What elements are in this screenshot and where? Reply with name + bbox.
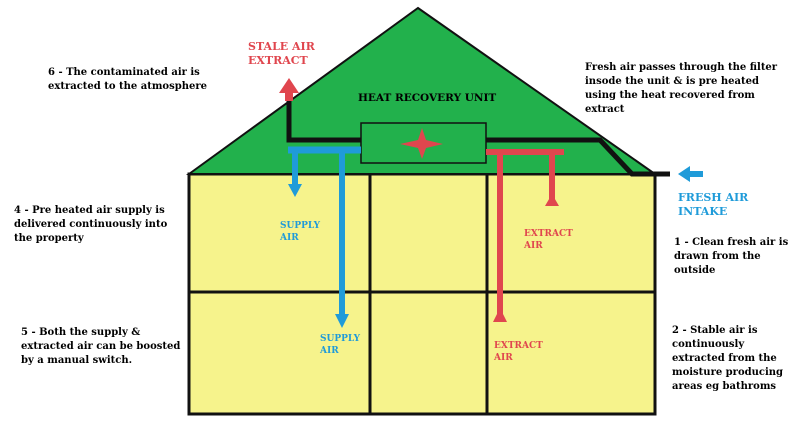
supply-arrow-upper [288, 184, 302, 197]
unit-star-icon [400, 128, 443, 159]
extract-air-label-upper: EXTRACT AIR [524, 229, 573, 251]
room-bottom-right [485, 290, 657, 416]
supply-air-label-lower: SUPPLY AIR [320, 334, 361, 356]
unit-title: HEAT RECOVERY UNIT [358, 92, 497, 104]
note-1: 1 - Clean fresh air is drawn from the ou… [674, 237, 789, 276]
note-5: 5 - Both the supply & extracted air can … [21, 327, 181, 366]
room-top-middle [368, 172, 489, 294]
note-4: 4 - Pre heated air supply is delivered c… [14, 205, 168, 244]
supply-arrow-lower [335, 314, 349, 328]
note-2: 2 - Stable air is continuously extracted… [672, 325, 784, 392]
stale-air-label: STALE AIR EXTRACT [248, 40, 315, 67]
room-bottom-middle [368, 290, 489, 416]
fresh-air-label: FRESH AIR INTAKE [678, 191, 749, 218]
fresh-air-duct [486, 137, 670, 177]
note-6: 6 - The contaminated air is extracted to… [48, 67, 207, 92]
supply-air-label-upper: SUPPLY AIR [280, 221, 321, 243]
heat-recovery-unit [360, 122, 487, 164]
roof [185, 6, 659, 175]
extract-arrow-lower [493, 308, 507, 322]
note-fresh-air: Fresh air passes through the filter inso… [585, 62, 778, 115]
stale-air-duct [286, 94, 362, 143]
extract-air-label-lower: EXTRACT AIR [494, 341, 543, 363]
stale-air-arrow [279, 78, 299, 101]
extract-arrow-upper [545, 194, 559, 206]
fresh-air-arrow [678, 166, 703, 182]
